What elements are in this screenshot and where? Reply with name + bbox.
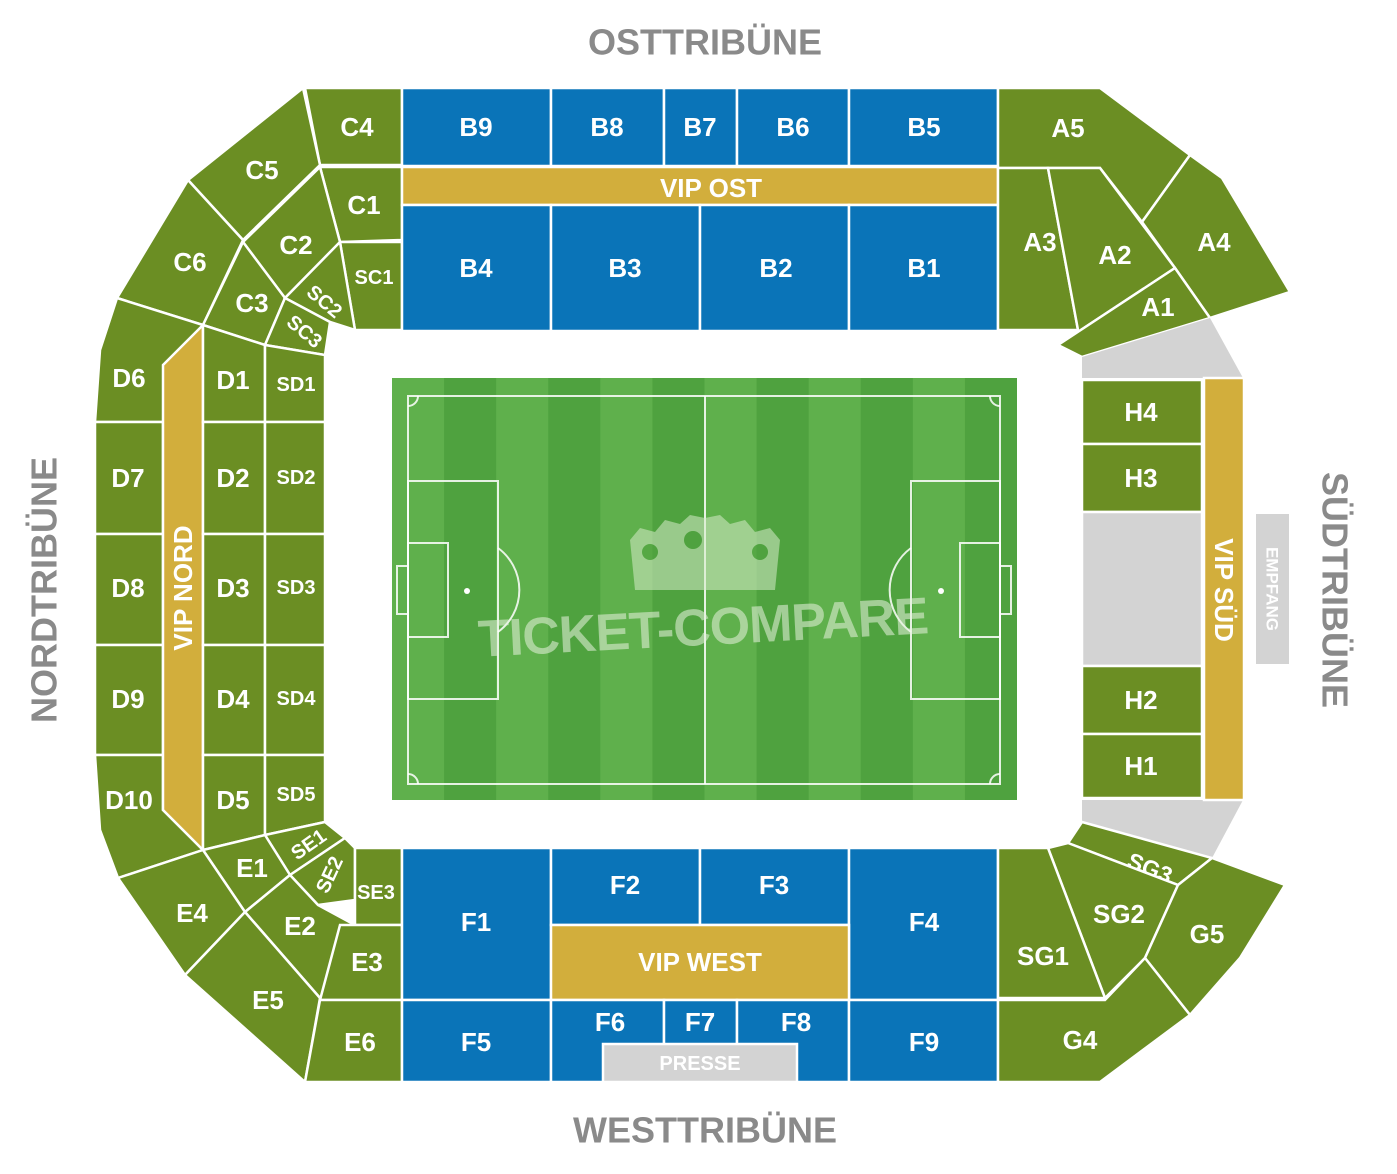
section-B6[interactable]: [735, 86, 851, 168]
pitch-stripe: [392, 378, 445, 800]
section-E6[interactable]: [303, 998, 404, 1084]
north-stand: D6 D7 D8 D9 D10 VIP NORD D1 D2 D3 D4 D5 …: [93, 296, 327, 880]
section-D9[interactable]: [93, 643, 165, 757]
section-SD4[interactable]: [263, 643, 327, 757]
section-F1[interactable]: [400, 846, 553, 1002]
section-EMPFANG[interactable]: [1256, 514, 1289, 664]
section-SD3[interactable]: [263, 532, 327, 647]
section-SE3[interactable]: [353, 846, 404, 927]
section-H3[interactable]: [1080, 442, 1204, 514]
corner-arc-tl: [407, 395, 419, 407]
grey-area-south-middle: [1080, 510, 1204, 668]
fans-figure-icon: [752, 544, 768, 560]
corner-south-west: SG3 SG2 SG1 G5 G4: [996, 820, 1287, 1084]
section-C4[interactable]: [303, 86, 404, 167]
fan-figure-icon: [642, 544, 658, 560]
section-B3[interactable]: [549, 203, 702, 333]
penalty-arc-left: [497, 547, 521, 633]
grey-area-south-lower: [1082, 800, 1243, 858]
section-B4[interactable]: [400, 203, 553, 333]
section-VIP-NORD[interactable]: [161, 321, 205, 854]
section-D2[interactable]: [201, 420, 267, 536]
ticket-shape-icon: [630, 515, 780, 590]
section-VIP-SUED[interactable]: [1202, 376, 1246, 802]
section-D4[interactable]: [201, 643, 267, 757]
east-stand: B9 B8 B7 B6 B5 VIP OST B4 B3 B2 B1: [400, 86, 1000, 333]
section-B1[interactable]: [847, 203, 1000, 333]
section-F9[interactable]: [847, 998, 1000, 1084]
corner-arc-tr: [989, 395, 1001, 407]
stand-label-north: NORDTRIBÜNE: [24, 457, 65, 723]
section-PRESSE[interactable]: [601, 1042, 799, 1084]
stand-label-east: OSTTRIBÜNE: [588, 22, 822, 63]
section-D8[interactable]: [93, 532, 165, 647]
pitch: TICKET-COMPARE: [392, 378, 1017, 800]
section-F4[interactable]: [847, 846, 1000, 1002]
section-VIP-WEST[interactable]: [549, 923, 851, 1002]
south-stand: H4 H3 H2 H1 VIP SÜD EMPFANG: [1080, 318, 1289, 858]
goal-right: [999, 565, 1012, 615]
section-F2[interactable]: [549, 846, 702, 927]
penalty-spot-left: [464, 588, 470, 594]
corner-arc-br: [989, 773, 1001, 785]
stand-label-south: SÜDTRIBÜNE: [1315, 472, 1356, 708]
section-SD1[interactable]: [263, 343, 327, 424]
penalty-spot-right: [938, 588, 944, 594]
section-B2[interactable]: [698, 203, 851, 333]
section-B7[interactable]: [662, 86, 739, 168]
corner-south-east: A5 A4 A3 A2 A1: [996, 86, 1292, 359]
section-SD2[interactable]: [263, 420, 327, 536]
penalty-arc-right: [888, 547, 912, 633]
section-VIP-OST[interactable]: [400, 165, 1000, 207]
section-H4[interactable]: [1080, 378, 1204, 446]
pitch-stripe: [496, 378, 549, 800]
section-F3[interactable]: [698, 846, 851, 927]
section-SG1[interactable]: [996, 846, 1107, 1000]
goal-left: [396, 565, 409, 615]
section-G4[interactable]: [996, 956, 1192, 1084]
section-H2[interactable]: [1080, 664, 1204, 736]
section-D7[interactable]: [93, 420, 165, 536]
section-B8[interactable]: [549, 86, 666, 168]
section-D3[interactable]: [201, 532, 267, 647]
corner-arc-bl: [407, 773, 419, 785]
stand-label-west: WESTTRIBÜNE: [573, 1110, 837, 1151]
pitch-stripe: [808, 378, 861, 800]
section-B5[interactable]: [847, 86, 1000, 168]
section-H1[interactable]: [1080, 732, 1204, 800]
section-D5[interactable]: [201, 753, 267, 852]
west-stand: F1 F2 F3 F4 VIP WEST F5 F6 F7 F8 F9 PRES…: [400, 846, 1000, 1084]
section-E5[interactable]: [183, 910, 322, 1085]
grey-area-south-upper: [1082, 318, 1243, 378]
section-B9[interactable]: [400, 86, 553, 168]
section-F5[interactable]: [400, 998, 553, 1084]
player-figure-icon: [684, 531, 702, 549]
